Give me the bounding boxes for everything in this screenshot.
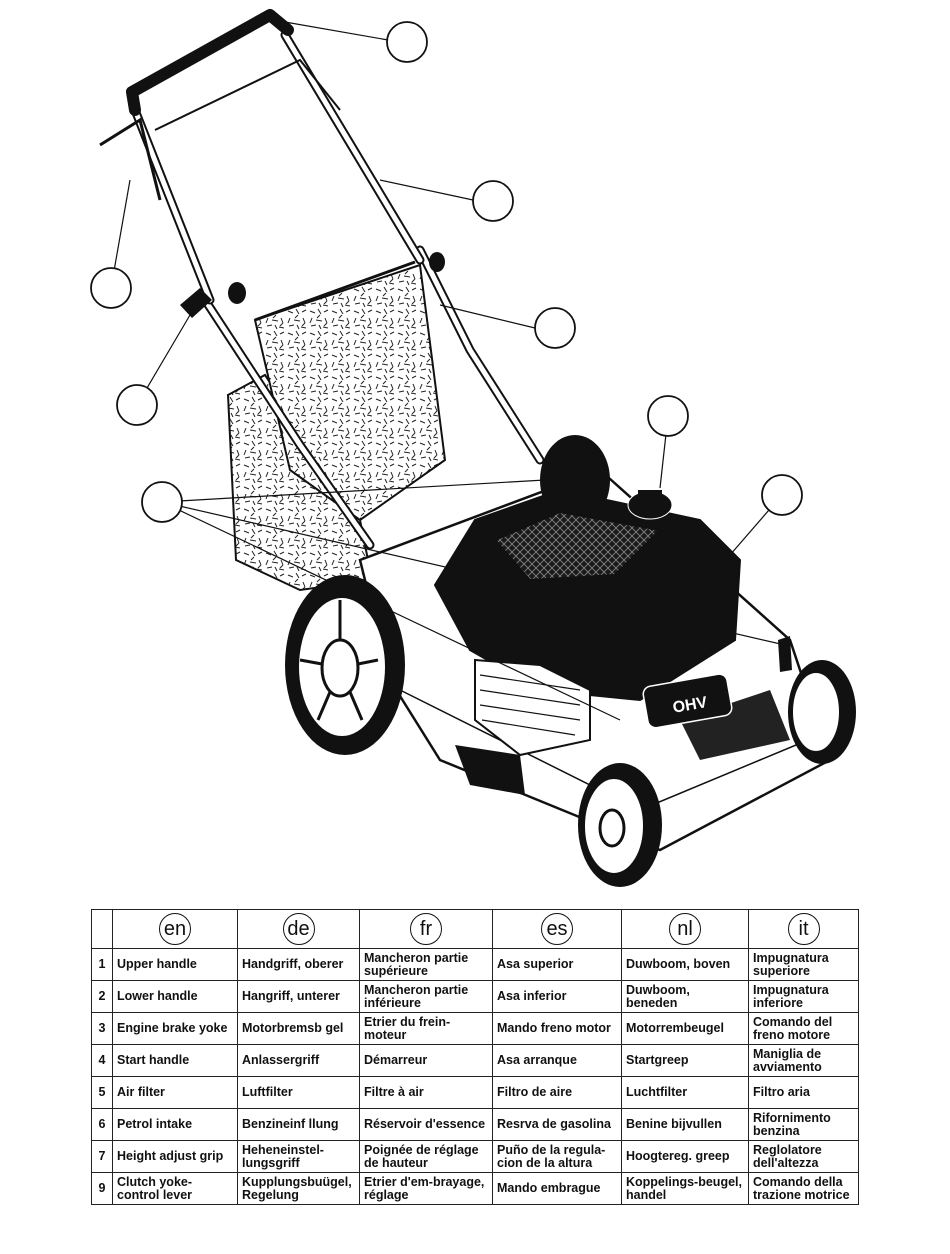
- part-name-fr: Etrier d'em-brayage, réglage: [359, 1172, 493, 1205]
- part-name-de: Motorbremsb gel: [237, 1012, 360, 1045]
- part-name-it: Maniglia de avviamento: [748, 1044, 859, 1077]
- lang-code: es: [541, 913, 573, 945]
- part-number: 2: [91, 980, 113, 1013]
- part-name-nl: Duwboom, boven: [621, 948, 749, 981]
- part-name-en: Petrol intake: [112, 1108, 238, 1141]
- part-name-fr: Mancheron partie inférieure: [359, 980, 493, 1013]
- callout-circle: [386, 21, 428, 63]
- part-name-en: Height adjust grip: [112, 1140, 238, 1173]
- part-name-de: Kupplungsbuügel, Regelung: [237, 1172, 360, 1205]
- lang-header: en: [112, 909, 238, 949]
- lang-code: fr: [410, 913, 442, 945]
- part-number: 7: [91, 1140, 113, 1173]
- part-name-de: Anlassergriff: [237, 1044, 360, 1077]
- lang-code: de: [282, 913, 315, 945]
- part-name-en: Upper handle: [112, 948, 238, 981]
- part-name-it: Rifornimento benzina: [748, 1108, 859, 1141]
- part-name-fr: Démarreur: [359, 1044, 493, 1077]
- callout-circle: [141, 481, 183, 523]
- part-name-fr: Poignée de réglage de hauteur: [359, 1140, 493, 1173]
- part-name-es: Filtro de aire: [492, 1076, 622, 1109]
- engine-badge: OHV: [672, 694, 709, 717]
- part-name-en: Clutch yoke-control lever: [112, 1172, 238, 1205]
- part-name-en: Air filter: [112, 1076, 238, 1109]
- callout-circle: [761, 474, 803, 516]
- callout-circle: [647, 395, 689, 437]
- lawn-mower-diagram: OHV: [90, 9, 856, 887]
- part-name-fr: Etrier du frein-moteur: [359, 1012, 493, 1045]
- part-name-es: Mando freno motor: [492, 1012, 622, 1045]
- lang-code: nl: [669, 913, 701, 945]
- part-name-es: Mando embrague: [492, 1172, 622, 1205]
- engine: OHV: [433, 488, 742, 795]
- part-name-it: Filtro aria: [748, 1076, 859, 1109]
- part-name-nl: Hoogtereg. greep: [621, 1140, 749, 1173]
- part-name-it: Impugnatura inferiore: [748, 980, 859, 1013]
- language-header-row: en de fr es nl it: [91, 909, 859, 949]
- part-name-it: Impugnatura superiore: [748, 948, 859, 981]
- part-name-nl: Luchtfilter: [621, 1076, 749, 1109]
- part-name-es: Asa arranque: [492, 1044, 622, 1077]
- part-name-fr: Filtre à air: [359, 1076, 493, 1109]
- part-name-en: Lower handle: [112, 980, 238, 1013]
- front-wheel-left: [578, 763, 662, 887]
- front-wheel-right: [788, 660, 856, 764]
- part-number: 4: [91, 1044, 113, 1077]
- lang-code: en: [159, 913, 191, 945]
- part-name-nl: Koppelings-beugel, handel: [621, 1172, 749, 1205]
- lang-code: it: [787, 913, 820, 945]
- part-name-fr: Réservoir d'essence: [359, 1108, 493, 1141]
- header-num-cell: [91, 909, 113, 949]
- part-number: 3: [91, 1012, 113, 1045]
- part-name-de: Benzineinf llung: [237, 1108, 360, 1141]
- part-number: 9: [91, 1172, 113, 1205]
- part-name-en: Engine brake yoke: [112, 1012, 238, 1045]
- part-name-it: Comando del freno motore: [748, 1012, 859, 1045]
- lang-header: fr: [359, 909, 493, 949]
- leader-lines: [110, 21, 786, 721]
- part-name-es: Asa inferior: [492, 980, 622, 1013]
- lang-header: de: [237, 909, 360, 949]
- part-name-de: Heheneinstel-lungsgriff: [237, 1140, 360, 1173]
- part-name-es: Asa superior: [492, 948, 622, 981]
- part-name-it: Comando della trazione motrice: [748, 1172, 859, 1205]
- lang-header: nl: [621, 909, 749, 949]
- lower-handle: [200, 245, 545, 550]
- part-name-es: Puño de la regula-cion de la altura: [492, 1140, 622, 1173]
- part-name-de: Hangriff, unterer: [237, 980, 360, 1013]
- callout-circles: [90, 21, 803, 523]
- part-name-de: Handgriff, oberer: [237, 948, 360, 981]
- callout-circle: [90, 267, 132, 309]
- part-name-en: Start handle: [112, 1044, 238, 1077]
- part-number: 1: [91, 948, 113, 981]
- part-name-nl: Duwboom, beneden: [621, 980, 749, 1013]
- rear-wheel-left: [285, 575, 405, 755]
- part-number: 6: [91, 1108, 113, 1141]
- lang-header: es: [492, 909, 622, 949]
- part-name-nl: Motorrembeugel: [621, 1012, 749, 1045]
- upper-handle: [99, 9, 425, 305]
- part-name-fr: Mancheron partie supérieure: [359, 948, 493, 981]
- part-name-de: Luftfilter: [237, 1076, 360, 1109]
- part-number: 5: [91, 1076, 113, 1109]
- part-name-nl: Benine bijvullen: [621, 1108, 749, 1141]
- part-name-it: Reglolatore dell'altezza: [748, 1140, 859, 1173]
- handle-knobs: [180, 252, 792, 672]
- lang-header: it: [748, 909, 859, 949]
- callout-circle: [116, 384, 158, 426]
- part-name-nl: Startgreep: [621, 1044, 749, 1077]
- callout-circle: [534, 307, 576, 349]
- part-name-es: Resrva de gasolina: [492, 1108, 622, 1141]
- callout-circle: [472, 180, 514, 222]
